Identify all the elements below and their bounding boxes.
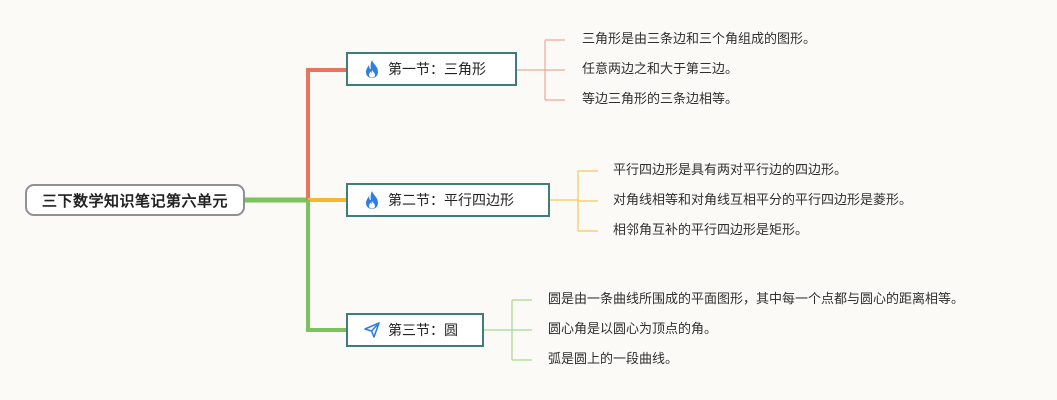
fire-icon [362,190,382,210]
section-node-3[interactable]: 第三节：圆 [346,313,484,347]
leaf-item-3-1: 圆是由一条曲线所围成的平面图形，其中每一个点都与圆心的距离相等。 [548,292,965,307]
root-label: 三下数学知识笔记第六单元 [41,191,228,210]
branch-line-1 [306,68,346,200]
branch-line-3 [306,200,346,332]
section-node-1[interactable]: 第一节：三角形 [346,52,517,86]
leaf-item-3-3: 弧是圆上的一段曲线。 [548,352,679,367]
leaf-item-2-2: 对角线相等和对角线互相平分的平行四边形是菱形。 [613,193,913,208]
section-label-1: 第一节：三角形 [388,62,486,78]
leaf-item-1-1: 三角形是由三条边和三个角组成的图形。 [582,32,817,47]
leaf-connectors-3 [484,299,532,361]
fire-icon [362,59,382,79]
root-node[interactable]: 三下数学知识笔记第六单元 [25,184,245,216]
leaf-item-3-2: 圆心角是以圆心为顶点的角。 [548,322,718,337]
leaf-item-2-3: 相邻角互补的平行四边形是矩形。 [613,223,809,238]
paper-plane-icon [362,320,382,340]
leaf-connectors-2 [550,170,598,232]
leaf-item-1-2: 任意两边之和大于第三边。 [582,62,739,77]
leaf-item-2-1: 平行四边形是具有两对平行边的四边形。 [613,163,848,178]
leaf-connectors-1 [517,39,565,101]
section-node-2[interactable]: 第二节：平行四边形 [346,183,550,217]
section-label-2: 第二节：平行四边形 [388,193,514,209]
leaf-item-1-3: 等边三角形的三条边相等。 [582,92,739,107]
section-label-3: 第三节：圆 [388,323,458,339]
